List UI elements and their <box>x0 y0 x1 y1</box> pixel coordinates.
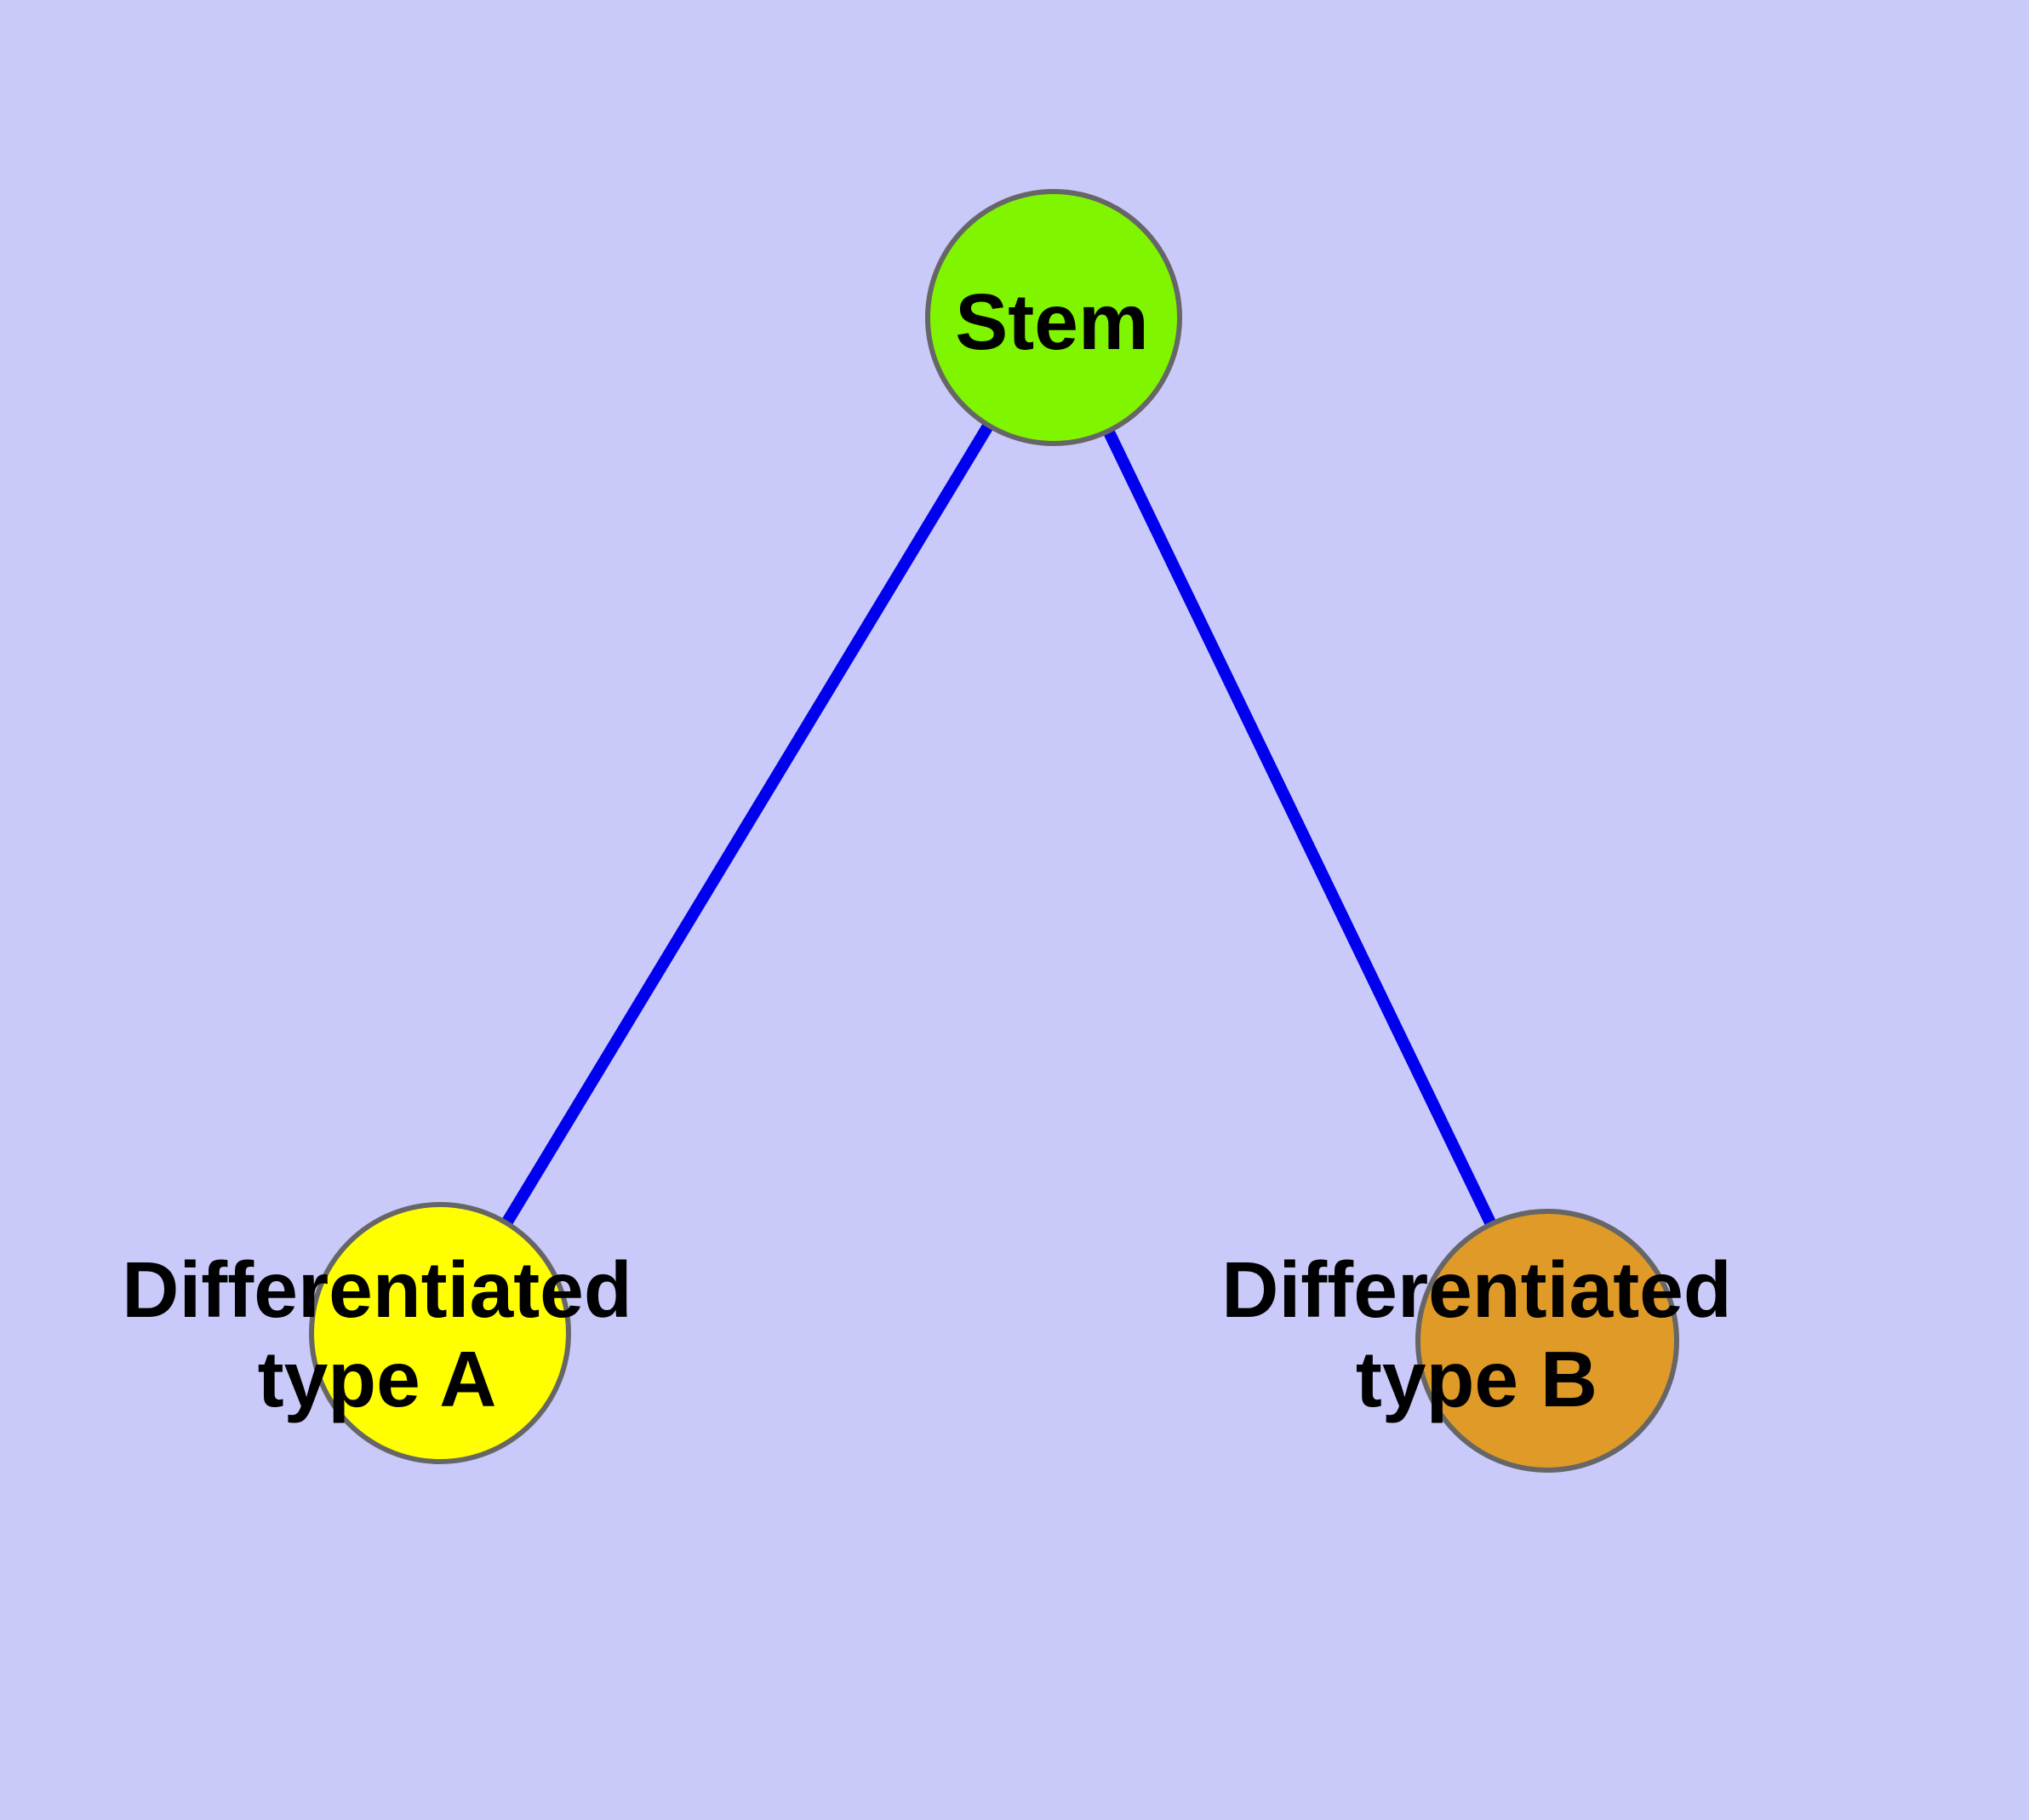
node-type-b-label-line1: Differentiated <box>1221 1245 1731 1334</box>
edge-stem-to-type-b[interactable] <box>1048 314 1553 1344</box>
node-type-b-label-line2: type B <box>1356 1335 1597 1423</box>
node-differentiated-type-b[interactable] <box>1415 1209 1679 1473</box>
edges-group <box>435 314 1553 1344</box>
node-stem[interactable] <box>925 189 1182 446</box>
node-type-a-label-line1: Differentiated <box>122 1245 632 1334</box>
node-stem-label-line1: Stem <box>955 278 1148 366</box>
node-stem-circle[interactable] <box>925 189 1182 446</box>
node-labels-group: Stem Differentiated type A Differentiate… <box>122 278 1731 1423</box>
node-differentiated-type-a[interactable] <box>309 1202 571 1464</box>
node-type-a-label-line2: type A <box>258 1335 497 1423</box>
nodes-group <box>309 189 1679 1473</box>
edge-stem-to-type-a[interactable] <box>435 314 1059 1336</box>
node-type-a-circle[interactable] <box>309 1202 571 1464</box>
node-type-b-circle[interactable] <box>1415 1209 1679 1473</box>
